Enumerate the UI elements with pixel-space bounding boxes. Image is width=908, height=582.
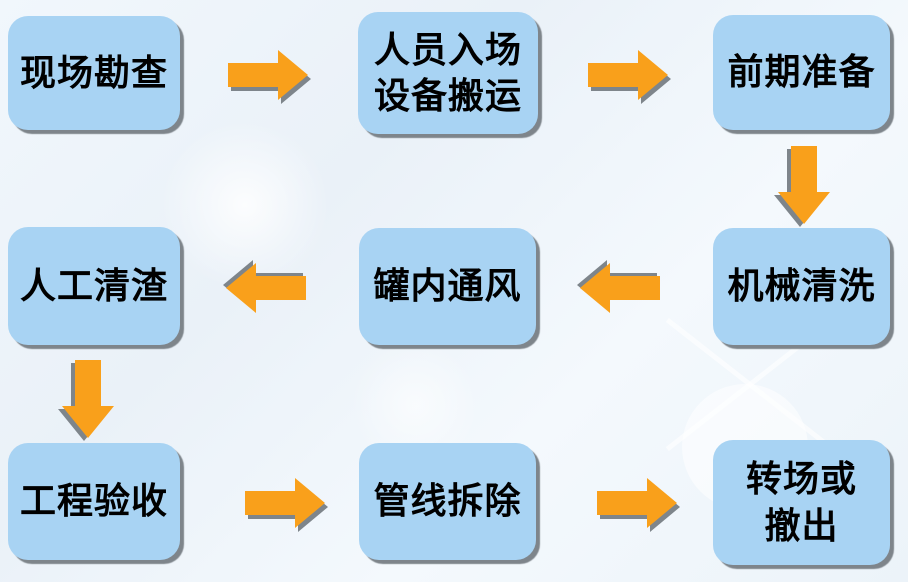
node-label: 撤出 bbox=[764, 504, 839, 546]
node-label: 转场或 bbox=[745, 458, 857, 500]
node-label: 罐内通风 bbox=[373, 265, 522, 307]
node-mechanical-cleaning: 机械清洗 bbox=[713, 228, 890, 345]
node-label: 人员入场 bbox=[373, 28, 522, 70]
node-preliminary-preparation: 前期准备 bbox=[713, 15, 890, 130]
node-project-acceptance: 工程验收 bbox=[8, 443, 180, 560]
node-label: 人工清渣 bbox=[19, 264, 168, 306]
node-relocation-or-withdrawal: 转场或 撤出 bbox=[713, 440, 890, 565]
arrow-right-icon bbox=[597, 478, 677, 528]
arrow-left-icon bbox=[580, 263, 660, 313]
node-label: 工程验收 bbox=[19, 480, 168, 522]
arrow-down-icon bbox=[778, 146, 830, 224]
arrow-right-icon bbox=[588, 50, 668, 100]
node-label: 设备搬运 bbox=[373, 75, 522, 116]
node-label: 机械清洗 bbox=[727, 265, 876, 307]
arrow-right-icon bbox=[228, 50, 308, 100]
node-site-survey: 现场勘查 bbox=[8, 16, 180, 130]
arrow-down-icon bbox=[62, 360, 114, 438]
node-manual-slag-removal: 人工清渣 bbox=[8, 227, 180, 345]
node-label: 管线拆除 bbox=[373, 480, 522, 522]
node-label: 现场勘查 bbox=[19, 51, 168, 93]
node-label: 前期准备 bbox=[727, 51, 876, 93]
arrow-left-icon bbox=[226, 263, 306, 313]
arrow-right-icon bbox=[245, 478, 325, 528]
node-tank-ventilation: 罐内通风 bbox=[359, 228, 536, 345]
node-personnel-entry-equipment-transport: 人员入场 设备搬运 bbox=[358, 12, 538, 134]
node-pipeline-removal: 管线拆除 bbox=[359, 443, 536, 560]
